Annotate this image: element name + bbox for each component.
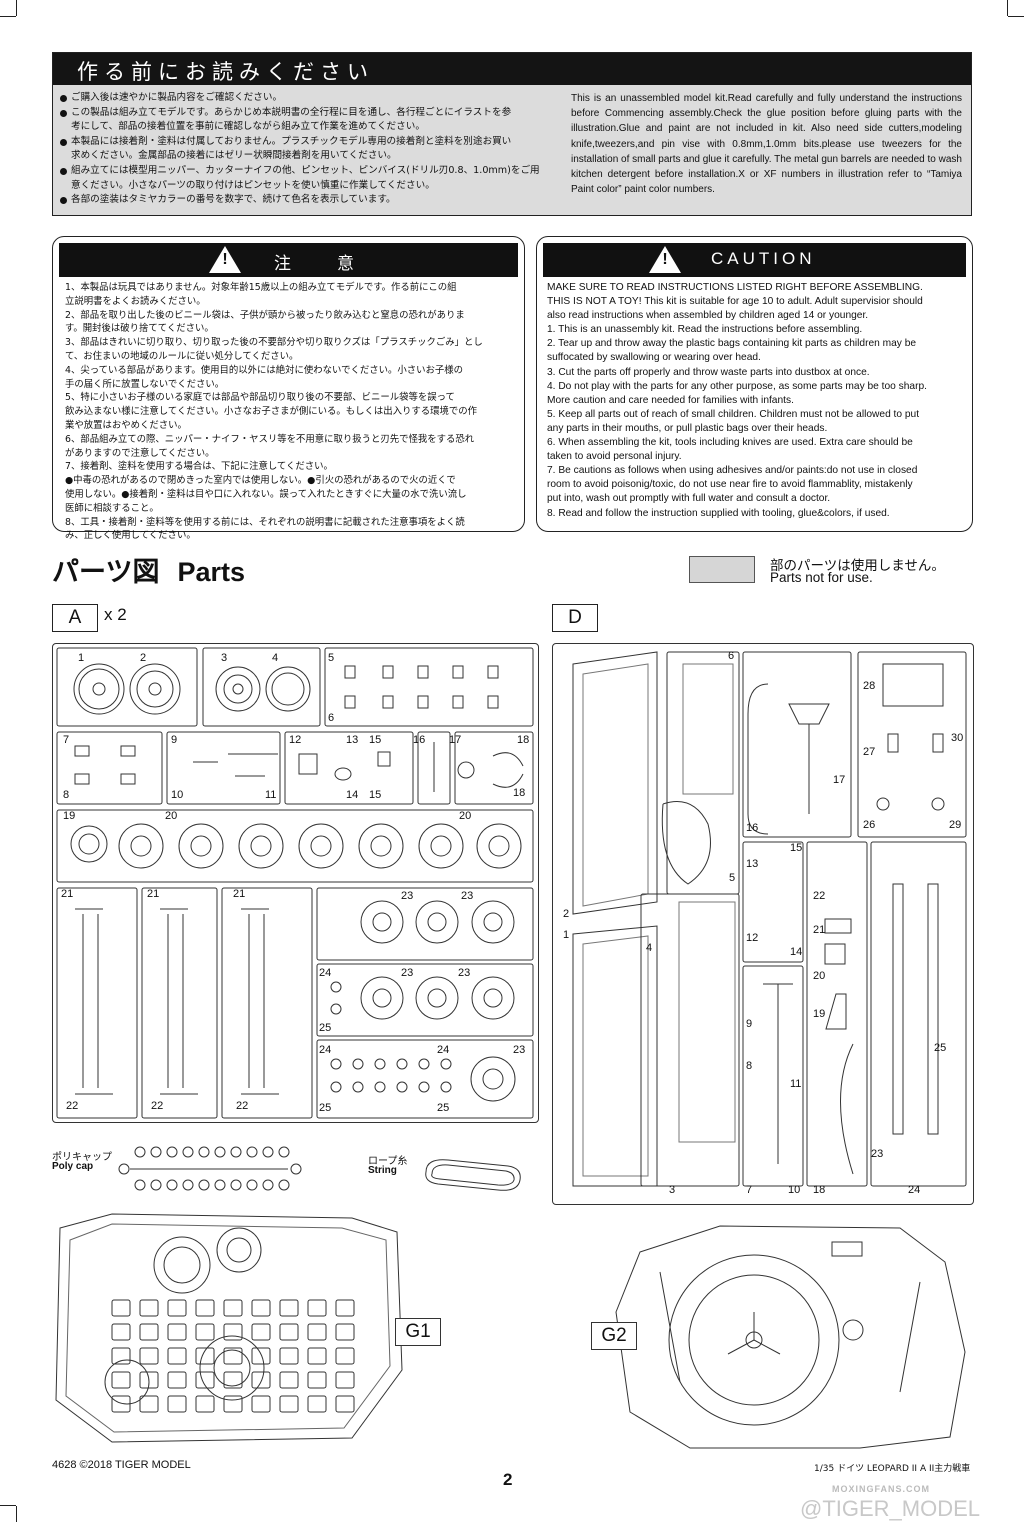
sprue-d: 1 2 3 4 5 6 7 8 9 10 11 12 13 14 15 16 1…	[552, 643, 974, 1205]
read-before-title: 作る前にお読みください	[77, 60, 374, 84]
jp-item: 各部の塗装はタミヤカラーの番号を数字で、続けて色名を表示しています。	[59, 193, 549, 208]
g1-label: G1	[395, 1318, 441, 1346]
g2-label: G2	[591, 1322, 637, 1350]
string-label-jp: ロープ糸	[368, 1156, 408, 1167]
jp-item: 求めください。金属部品の接着にはゼリー状瞬間接着剤を用いてください。	[71, 150, 397, 162]
jp-item: 組み立てには模型用ニッパー、カッターナイフの他、ピンセット、ピンバイス(ドリル刃…	[59, 164, 549, 179]
footer-copyright: 4628 ©2018 TIGER MODEL	[52, 1459, 191, 1471]
footer-title: 1/35 ドイツ LEOPARD II A II主力戦車	[814, 1464, 971, 1474]
sprue-d-drawing	[572, 651, 967, 1187]
sprue-a: 1 2 3 4 5 6 7 8 9 10 11 12 13 14 15 15 1…	[52, 643, 539, 1123]
turret-g2-drawing	[615, 1225, 966, 1449]
sprue-a-count: x 2	[104, 605, 127, 624]
caution-jp-text: 1、本製品は玩具ではありません。対象年齢15歳以上の組み立てモデルです。作る前に…	[65, 282, 483, 542]
crop-mark	[0, 16, 16, 17]
sprue-d-label: D	[552, 604, 598, 632]
sprue-a-label: A	[52, 604, 98, 632]
crop-mark	[0, 1505, 16, 1506]
not-used-swatch	[689, 556, 755, 583]
warning-icon	[649, 246, 681, 273]
not-used-en: Parts not for use.	[770, 570, 873, 585]
jp-item: 意ください。小さなパーツの取り付けはピンセットを使い慎重に作業してください。	[71, 179, 435, 191]
weibo-watermark: @TIGER_MODEL	[800, 1496, 981, 1521]
poly-cap-label-en: Poly cap	[52, 1161, 94, 1172]
hull-g1-drawing	[55, 1213, 403, 1443]
string-label-en: String	[368, 1165, 397, 1176]
page-number: 2	[503, 1470, 513, 1489]
caution-jp-header: ! 注 意	[59, 243, 518, 277]
watermark: MOXINGFANS.COM	[832, 1484, 931, 1494]
caution-jp-title: 注 意	[274, 254, 358, 274]
caution-en-title: CAUTION	[711, 249, 816, 268]
crop-mark	[1007, 0, 1008, 16]
caution-en-panel: ! CAUTION MAKE SURE TO READ INSTRUCTIONS…	[536, 236, 973, 532]
crop-mark	[1008, 16, 1024, 17]
not-used-jp: 部のパーツは使用しません。	[770, 558, 945, 574]
poly-cap-label-jp: ポリキャップ	[52, 1152, 112, 1163]
caution-jp-panel: ! 注 意 1、本製品は玩具ではありません。対象年齢15歳以上の組み立てモデルで…	[52, 236, 525, 541]
crop-mark	[16, 1506, 17, 1522]
crop-mark	[16, 0, 17, 16]
jp-item: ご購入後は速やかに製品内容をご確認ください。	[59, 91, 549, 106]
jp-item: 本製品には接着剤・塗料は付属しておりません。プラスチックモデル専用の接着剤と塗料…	[59, 135, 549, 150]
caution-en-text: MAKE SURE TO READ INSTRUCTIONS LISTED RI…	[547, 282, 927, 519]
read-before-en-text: This is an unassembled model kit.Read ca…	[571, 93, 962, 196]
read-before-header: 作る前にお読みください	[53, 53, 971, 85]
jp-item: 考にして、部品の接着位置を事前に確認しながら組み立て作業を進めてください。	[71, 121, 425, 133]
sprue-a-drawing	[56, 647, 534, 1119]
read-before-panel: 作る前にお読みください ご購入後は速やかに製品内容をご確認ください。 この製品は…	[52, 52, 972, 216]
string-coil	[425, 1159, 521, 1191]
warning-icon	[209, 246, 241, 273]
read-before-jp-list: ご購入後は速やかに製品内容をご確認ください。 この製品は組み立てモデルです。あら…	[59, 91, 549, 208]
poly-cap-sprue	[118, 1146, 302, 1191]
jp-item: この製品は組み立てモデルです。あらかじめ本説明書の全行程に目を通し、各行程ごとに…	[59, 106, 549, 121]
caution-en-header: ! CAUTION	[543, 243, 966, 277]
